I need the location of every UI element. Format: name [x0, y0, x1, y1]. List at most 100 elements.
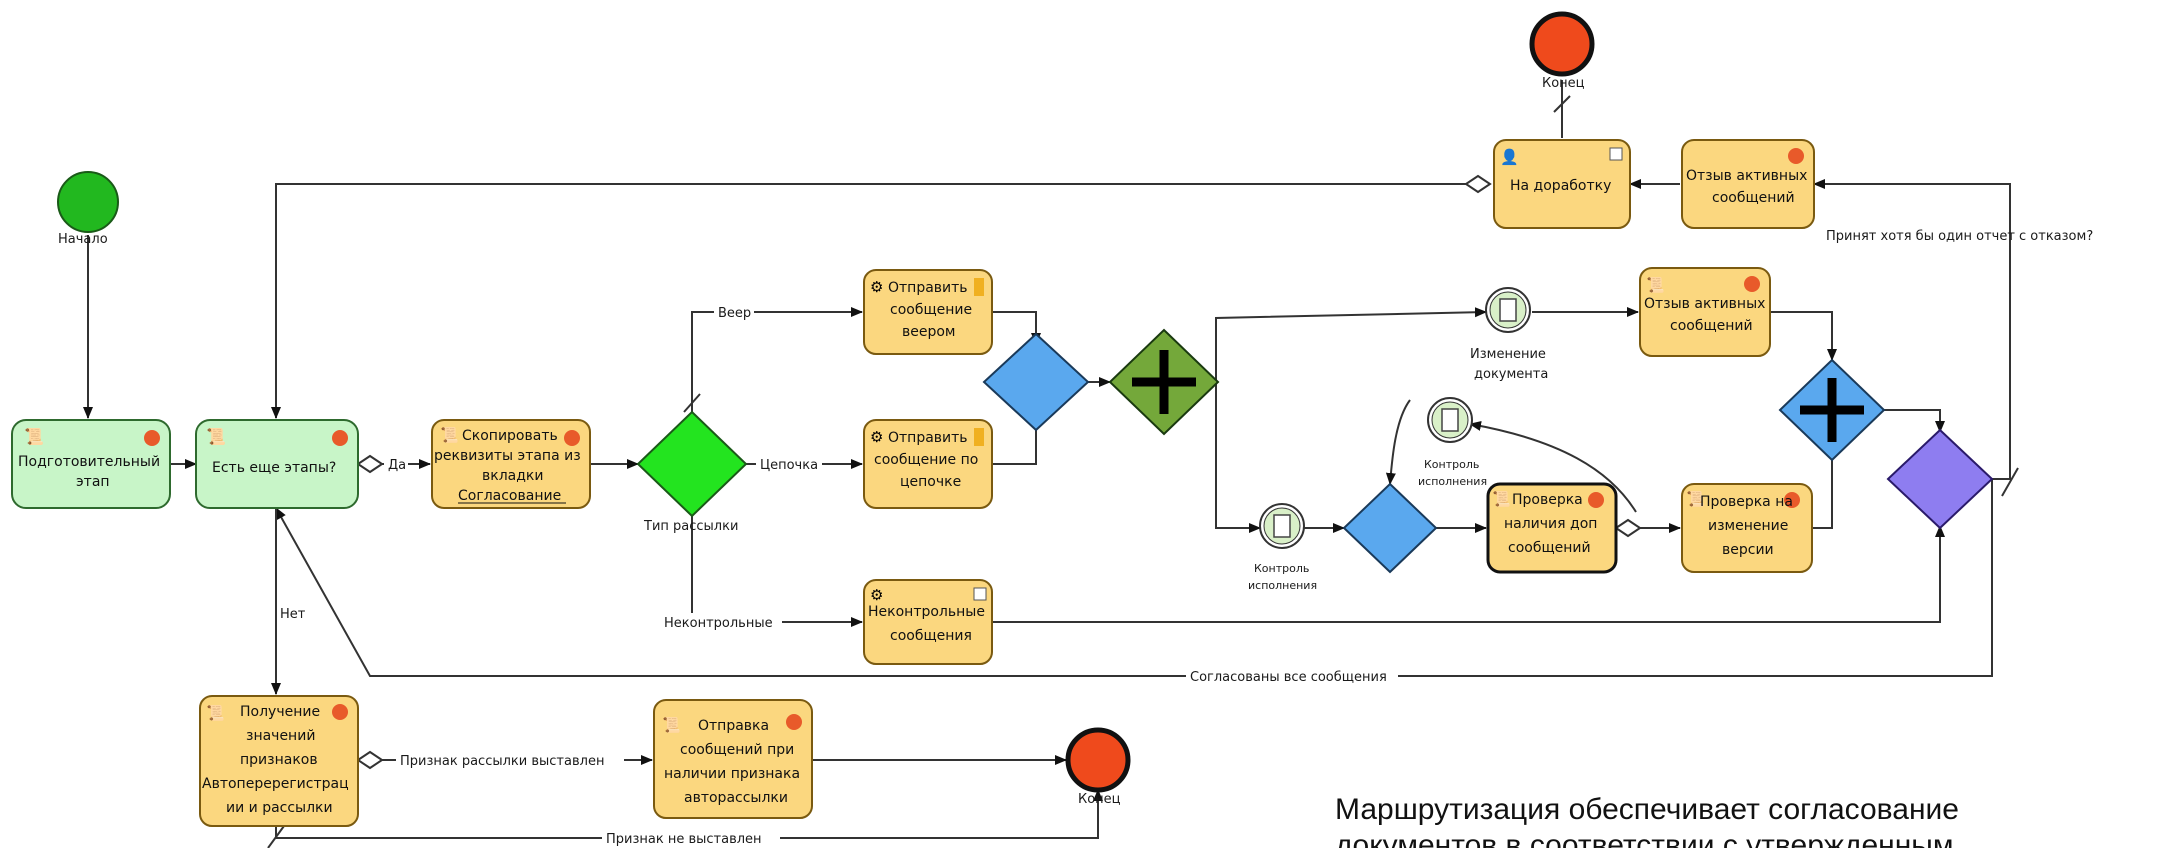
task-check-extra-line1: Проверка	[1512, 492, 1583, 508]
task-more-stages[interactable]: 📜 Есть еще этапы?	[195, 419, 359, 509]
gateway-parallel-split[interactable]	[1108, 328, 1220, 436]
flow-version-plus	[1812, 435, 1837, 529]
task-prep[interactable]: 📜 Подготовительный этап	[11, 419, 171, 509]
gateway-exclusive-join[interactable]	[982, 332, 1090, 432]
gateway-mailing-type[interactable]	[636, 410, 748, 518]
task-copy-line3: вкладки	[482, 468, 543, 484]
task-send-auto-line2: сообщений при	[680, 742, 794, 758]
task-noncontrol-msgs[interactable]: ⚙ Неконтрольные сообщения	[863, 579, 993, 665]
task-send-chain-line1: Отправить	[888, 430, 968, 446]
flow-label-fan: Веер	[718, 306, 751, 321]
end-event-bottom[interactable]	[1065, 727, 1131, 793]
flow-rework-back	[271, 183, 1466, 419]
event-doc-change[interactable]	[1485, 287, 1531, 333]
task-get-flags[interactable]: 📜 Получение значений признаков Автоперер…	[199, 695, 359, 827]
task-send-auto-line4: авторассылки	[684, 790, 788, 806]
default-slash	[1553, 95, 1571, 113]
conditional-diamond	[356, 454, 384, 474]
caption-line-2: документов в соответствии с утвержденным	[1335, 829, 1954, 848]
task-copy-details[interactable]: 📜 Скопировать реквизиты этапа из вкладки…	[431, 419, 591, 509]
task-send-auto-line1: Отправка	[698, 718, 769, 734]
task-get-flags-line4: Автоперерегистрац	[202, 776, 349, 792]
gateway-parallel-join[interactable]	[1778, 358, 1886, 462]
task-check-version-line1: Проверка на	[1700, 494, 1793, 510]
flow-label-chain: Цепочка	[760, 458, 818, 473]
task-copy-line1: Скопировать	[462, 428, 558, 444]
task-get-flags-line3: признаков	[240, 752, 318, 768]
gateway-exclusive-loop[interactable]	[1342, 482, 1438, 574]
flow-parallel-control	[1215, 382, 1261, 533]
task-revoke-mid[interactable]: 📜 Отзыв активных сообщений	[1639, 267, 1771, 357]
user-icon: 👤	[1500, 148, 1519, 166]
service-icon	[332, 704, 348, 720]
task-send-chain[interactable]: ⚙ Отправить сообщение по цепочке	[863, 419, 993, 509]
task-revoke-top-line2: сообщений	[1712, 190, 1795, 206]
flow-label-noncontrol: Неконтрольные	[664, 616, 773, 631]
event-control-exec-1[interactable]	[1259, 503, 1305, 549]
task-send-chain-line3: цепочке	[900, 474, 961, 490]
task-send-auto-line3: наличии признака	[664, 766, 800, 782]
task-send-fan-line3: веером	[902, 324, 956, 340]
event-doc-change-line2: документа	[1474, 367, 1548, 382]
doc-marker-icon	[1609, 147, 1623, 161]
script-icon: 📜	[1646, 276, 1665, 294]
task-send-fan-line2: сообщение	[890, 302, 972, 318]
caption-line-1: Маршрутизация обеспечивает согласование	[1335, 793, 1959, 826]
script-icon: 📜	[662, 716, 681, 734]
task-send-fan[interactable]: ⚙ Отправить сообщение веером	[863, 269, 993, 355]
task-revoke-mid-line1: Отзыв активных	[1644, 296, 1765, 312]
script-icon: 📜	[1492, 490, 1511, 508]
start-event[interactable]	[57, 171, 119, 233]
task-rework[interactable]: 👤 На доработку	[1493, 139, 1631, 229]
start-event-label: Начало	[58, 232, 108, 247]
flow-loop-control	[1469, 421, 1637, 513]
doc-marker-icon	[973, 587, 987, 601]
conditional-diamond	[356, 750, 384, 770]
script-icon: 📜	[206, 428, 226, 446]
service-icon	[1588, 492, 1604, 508]
event-control-exec-2-line1: Контроль	[1424, 458, 1479, 471]
event-control-exec-1-line2: исполнения	[1248, 579, 1317, 592]
task-check-extra[interactable]: 📜 Проверка наличия доп сообщений	[1486, 482, 1618, 574]
task-copy-line2: реквизиты этапа из	[434, 448, 581, 464]
end-event-top[interactable]	[1529, 11, 1595, 77]
gateway-final-check[interactable]	[1886, 428, 1994, 530]
flow-all-agreed	[275, 479, 1993, 677]
flow-label-all-agreed: Согласованы все сообщения	[1190, 670, 1387, 685]
service-icon	[332, 430, 348, 446]
task-send-auto[interactable]: 📜 Отправка сообщений при наличии признак…	[653, 699, 813, 819]
flow-noncontrol-purple	[992, 525, 1945, 623]
script-icon: 📜	[1686, 490, 1705, 508]
sequential-marker-icon	[974, 428, 984, 446]
flow-markers	[267, 95, 2019, 848]
conditional-diamond	[1614, 518, 1642, 538]
conditional-diamond	[1464, 174, 1492, 194]
flow-label-accepted-refusal: Принят хотя бы один отчет с отказом?	[1826, 229, 2093, 244]
task-check-extra-line2: наличия доп	[1504, 516, 1597, 532]
flow-label-no: Нет	[280, 607, 306, 622]
task-prep-line2: этап	[76, 474, 110, 490]
flow-control2-gw	[1385, 399, 1411, 485]
task-check-version[interactable]: 📜 Проверка на изменение версии	[1681, 483, 1813, 573]
gateway-mailing-type-label: Тип рассылки	[643, 519, 738, 534]
task-check-version-line3: версии	[1722, 542, 1774, 558]
task-revoke-top[interactable]: Отзыв активных сообщений	[1681, 139, 1815, 229]
event-control-exec-2[interactable]	[1427, 397, 1473, 443]
event-doc-change-line1: Изменение	[1470, 347, 1546, 362]
event-control-exec-2-line2: исполнения	[1418, 475, 1487, 488]
service-icon	[786, 714, 802, 730]
task-get-flags-line1: Получение	[240, 704, 320, 720]
flow-label-flag-not-set: Признак не выставлен	[606, 832, 762, 847]
flow-fan	[691, 307, 863, 420]
task-revoke-top-line1: Отзыв активных	[1686, 168, 1807, 184]
task-get-flags-line5: ии и рассылки	[226, 800, 333, 816]
task-noncontrol-line2: сообщения	[890, 628, 972, 644]
flow-label-yes: Да	[388, 458, 406, 473]
service-icon	[1744, 276, 1760, 292]
flow-accepted-refusal	[1813, 179, 2011, 480]
service-icon	[1784, 492, 1800, 508]
default-slash	[267, 825, 285, 848]
task-more-stages-line1: Есть еще этапы?	[212, 460, 336, 476]
parallel-marker-icon	[974, 278, 984, 296]
